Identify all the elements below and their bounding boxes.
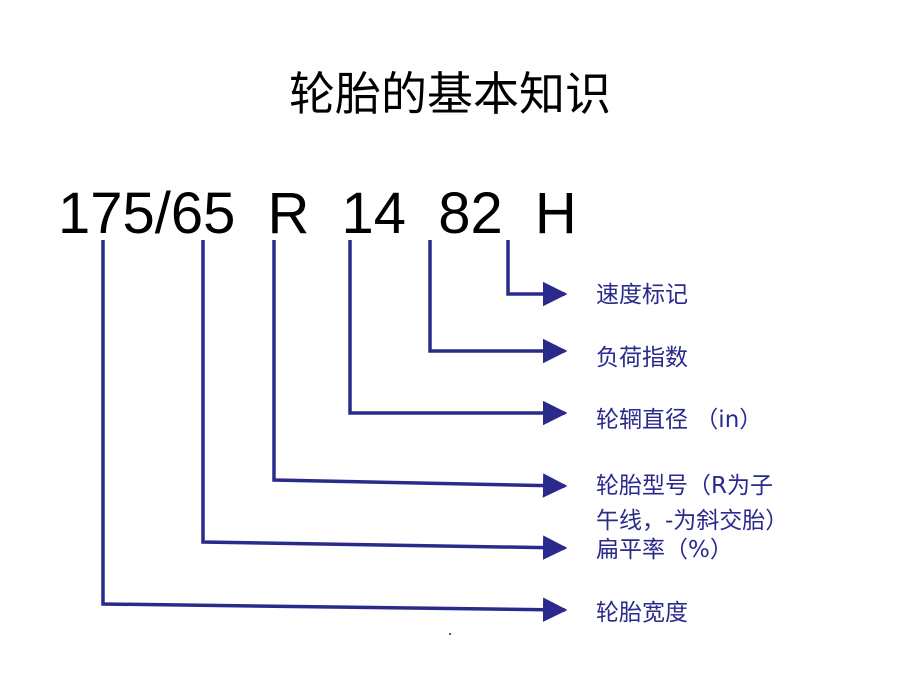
- callout-line-rim: [348, 240, 568, 426]
- callout-line-type: [272, 240, 568, 498]
- callout-line-width: [101, 240, 568, 622]
- dot-mark: [449, 633, 451, 635]
- callout-line-ratio: [201, 240, 568, 560]
- label-load: 负荷指数: [596, 345, 688, 371]
- callout-line-load: [428, 240, 568, 364]
- label-speed: 速度标记: [596, 282, 688, 308]
- tire-code-rim: 14: [341, 181, 407, 246]
- label-rim: 轮辋直径 （in）: [596, 407, 763, 433]
- label-width: 轮胎宽度: [596, 600, 688, 626]
- tire-code-width-ratio: 175/65: [58, 181, 236, 246]
- label-type-line1: 轮胎型号（R为子: [596, 473, 773, 499]
- tire-code-load: 82: [438, 181, 503, 246]
- tire-code: 175/65 R 14 82 H: [58, 180, 577, 247]
- tire-code-type: R: [267, 181, 310, 246]
- slide-title: 轮胎的基本知识: [289, 67, 611, 121]
- callout-line-speed: [506, 240, 568, 307]
- label-type-line2: 午线，-为斜交胎）: [596, 508, 789, 534]
- tire-code-speed: H: [534, 181, 577, 246]
- label-ratio: 扁平率（%）: [596, 537, 733, 563]
